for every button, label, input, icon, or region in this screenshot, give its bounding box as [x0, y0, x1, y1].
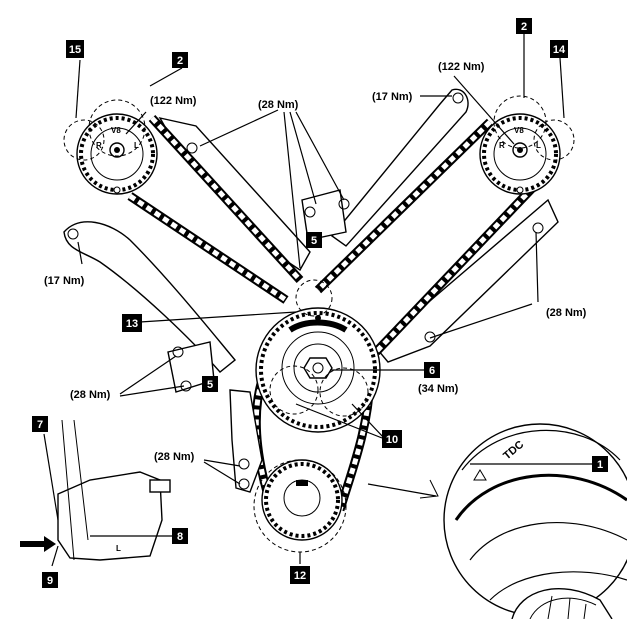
- leader-line: [149, 67, 183, 87]
- torque-crank-guide: (28 Nm): [154, 451, 195, 463]
- leader-line: [51, 545, 59, 567]
- left-chain-guide: [63, 221, 236, 373]
- crank-chain-guide: [229, 389, 263, 493]
- svg-text:15: 15: [69, 44, 81, 56]
- leader-line: [139, 311, 297, 323]
- leader-line: [125, 111, 147, 135]
- tensioner-mark-l: L: [116, 544, 121, 553]
- callout-9: 9: [42, 572, 58, 588]
- leader-line: [203, 459, 241, 485]
- partial-wheel: [511, 587, 613, 619]
- torque-idler-bolt: (34 Nm): [418, 383, 459, 395]
- right-tensioner-arm: [330, 88, 469, 247]
- svg-text:13: 13: [126, 318, 138, 330]
- tensioner-upper: [301, 189, 350, 241]
- leader-line: [419, 479, 439, 499]
- right-cam-sprocket: V8 R L: [479, 113, 561, 195]
- svg-text:9: 9: [47, 575, 53, 587]
- pivot-bolt-right: [452, 92, 464, 104]
- leader-line: [119, 355, 185, 397]
- torque-cam-left: (122 Nm): [150, 95, 197, 107]
- svg-text:2: 2: [177, 55, 183, 67]
- callout-2-left: 2: [172, 52, 188, 68]
- sprocket-mark-l: L: [134, 141, 139, 150]
- callout-13: 13: [122, 314, 142, 332]
- leader-line: [43, 433, 59, 521]
- timing-chain-left-bank: [127, 114, 304, 304]
- leader-line: [77, 241, 83, 265]
- svg-text:14: 14: [553, 44, 566, 56]
- leader-line: [75, 59, 81, 119]
- leader-line: [367, 483, 437, 497]
- svg-text:7: 7: [37, 419, 43, 431]
- crankshaft-sprocket: [261, 459, 343, 541]
- svg-text:2: 2: [521, 21, 527, 33]
- callout-5-lower: 5: [202, 376, 218, 392]
- sprocket-mark-v8: V8: [514, 126, 524, 135]
- svg-text:5: 5: [311, 235, 317, 247]
- left-cam-sprocket: V8 R L: [76, 113, 158, 195]
- timing-chain-right-bank: [314, 118, 544, 356]
- callout-12: 12: [290, 566, 310, 584]
- callout-5-upper: 5: [306, 232, 322, 248]
- svg-text:6: 6: [429, 365, 435, 377]
- callout-10: 10: [382, 430, 402, 448]
- detail-circle: [63, 119, 105, 161]
- tdc-detail-inset: TDC: [443, 423, 627, 617]
- callout-8: 8: [172, 528, 188, 544]
- torque-pivot-left: (17 Nm): [44, 275, 85, 287]
- leader-line: [559, 57, 565, 119]
- pivot-bolt-left: [67, 228, 79, 240]
- callout-1: 1: [592, 456, 608, 472]
- leader-line: [429, 231, 539, 339]
- guide-bolt: [186, 142, 198, 154]
- detail-circle: [88, 99, 146, 157]
- torque-cam-right: (122 Nm): [438, 61, 485, 73]
- svg-text:12: 12: [294, 570, 306, 582]
- callout-7: 7: [32, 416, 48, 432]
- sprocket-mark-l: L: [536, 141, 541, 150]
- tensioner-body: L: [57, 419, 171, 561]
- torque-guide-top-left: (28 Nm): [258, 99, 299, 111]
- callout-15: 15: [66, 40, 84, 58]
- right-chain-guide: [377, 198, 559, 363]
- leader-line: [453, 75, 515, 145]
- callout-2-right: 2: [516, 18, 532, 34]
- detail-circle: [533, 119, 575, 161]
- detail-circle: [295, 279, 333, 317]
- sprocket-mark-v8: V8: [111, 126, 121, 135]
- svg-text:1: 1: [597, 459, 603, 471]
- leader-line: [295, 403, 385, 439]
- leader-line: [199, 109, 345, 269]
- guide-bolt: [424, 331, 436, 343]
- sprocket-mark-r: R: [499, 141, 505, 150]
- svg-text:10: 10: [386, 434, 398, 446]
- guide-bolt: [532, 222, 544, 234]
- svg-text:5: 5: [207, 379, 213, 391]
- callout-14: 14: [550, 40, 568, 58]
- detail-circle: [319, 367, 369, 417]
- guide-bolt: [238, 458, 250, 470]
- callout-6: 6: [424, 362, 440, 378]
- svg-text:8: 8: [177, 531, 183, 543]
- tensioner-push-arrow: [20, 536, 56, 552]
- torque-tensioner-left: (28 Nm): [70, 389, 111, 401]
- torque-pivot-top-right: (17 Nm): [372, 91, 413, 103]
- detail-circle: [269, 365, 319, 415]
- torque-guide-right: (28 Nm): [546, 307, 587, 319]
- sprocket-mark-r: R: [96, 141, 102, 150]
